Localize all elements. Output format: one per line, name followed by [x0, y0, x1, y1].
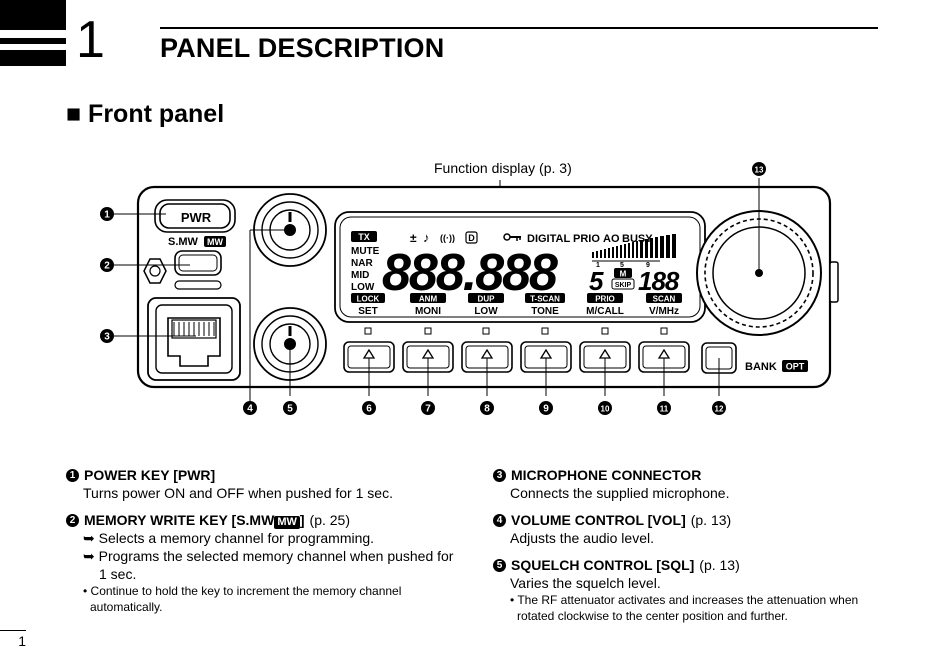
callout-12: 12	[715, 405, 724, 414]
desc-title: MICROPHONE CONNECTOR	[511, 467, 702, 483]
desc-sql-heading: 5 SQUELCH CONTROL [SQL] (p. 13)	[493, 556, 893, 574]
callout-11: 11	[660, 405, 669, 414]
callout-7: 7	[425, 404, 431, 415]
callout-6: 6	[366, 404, 372, 415]
desc-note: • Continue to hold the key to increment …	[83, 584, 402, 614]
callout-13: 13	[755, 166, 764, 175]
desc-body: Connects the supplied microphone.	[510, 485, 730, 501]
mw-tag: MW	[207, 237, 223, 247]
prio-indicator: PRIO	[573, 233, 600, 245]
duplex-indicator: ±	[410, 231, 417, 245]
function-display-label: Function display (p. 3)	[434, 160, 572, 176]
section-title: ■ Front panel	[66, 100, 225, 128]
opt-tag: OPT	[786, 362, 805, 372]
vmhz-label: V/MHz	[649, 306, 679, 317]
vibration-icon: ((·))	[440, 233, 455, 243]
meter-scale-5: 5	[620, 262, 624, 269]
mid-label: MID	[351, 270, 369, 281]
frequency-digits: 888.888	[382, 244, 558, 302]
desc-item: ➥ Programs the selected memory channel w…	[83, 548, 454, 582]
skip-tag: SKIP	[615, 282, 632, 289]
function-keys	[343, 341, 737, 374]
smw-label: S.MW	[168, 236, 199, 248]
desc-title: POWER KEY [PWR]	[84, 467, 216, 483]
key-lock-icon	[503, 233, 521, 241]
prio-tag: PRIO	[595, 295, 615, 304]
desc-body: Varies the squelch level.	[510, 575, 661, 591]
desc-page-ref: (p. 13)	[690, 512, 732, 528]
desc-vol-heading: 4 VOLUME CONTROL [VOL] (p. 13)	[493, 511, 893, 529]
desc-num-2: 2	[66, 513, 79, 527]
callout-8: 8	[484, 404, 490, 415]
desc-body: Turns power ON and OFF when pushed for 1…	[83, 485, 393, 501]
m-tag: M	[620, 270, 627, 279]
low-key-label: LOW	[474, 306, 498, 317]
desc-title-end: ]	[299, 512, 305, 528]
key-label-tags: LOCK ANM DUP T-SCAN PRIO SCAN	[351, 293, 682, 304]
moni-label: MONI	[415, 306, 441, 317]
desc-title: VOLUME CONTROL [VOL]	[511, 512, 686, 528]
tone-indicator: ♪	[423, 230, 430, 245]
lock-tag: LOCK	[357, 295, 380, 304]
chapter-tab-marker	[0, 0, 66, 66]
bank-label: BANK	[745, 361, 777, 373]
chapter-title: PANEL DESCRIPTION	[160, 33, 445, 63]
desc-page-ref: (p. 13)	[699, 557, 740, 573]
desc-num-3: 3	[493, 468, 506, 482]
callout-9: 9	[543, 404, 549, 415]
desc-num-4: 4	[493, 513, 506, 527]
set-label: SET	[358, 306, 377, 317]
desc-power-key-heading: 1 POWER KEY [PWR]	[66, 466, 456, 484]
pwr-key	[159, 203, 231, 229]
meter-scale-1: 1	[596, 262, 600, 269]
channel-digits: 188	[638, 266, 680, 296]
tscan-tag: T-SCAN	[530, 295, 560, 304]
descriptions-left: 1 POWER KEY [PWR] Turns power ON and OFF…	[66, 466, 456, 615]
desc-num-1: 1	[66, 468, 79, 482]
desc-mic-heading: 3 MICROPHONE CONNECTOR	[493, 466, 893, 484]
callout-3: 3	[104, 332, 110, 343]
desc-item: ➥ Selects a memory channel for programmi…	[83, 530, 375, 546]
desc-note: • The RF attenuator activates and increa…	[510, 593, 859, 623]
mute-label: MUTE	[351, 246, 380, 257]
page-number: 1	[0, 630, 26, 649]
frequency-small-digit: 5	[589, 266, 604, 296]
descriptions-right: 3 MICROPHONE CONNECTOR Connects the supp…	[493, 466, 893, 624]
tone-label: TONE	[531, 306, 559, 317]
desc-num-5: 5	[493, 558, 506, 572]
desc-body: Adjusts the audio level.	[510, 530, 654, 546]
dup-tag: DUP	[478, 295, 496, 304]
callout-4: 4	[247, 404, 253, 415]
low-label: LOW	[351, 282, 375, 293]
pwr-label: PWR	[181, 210, 212, 225]
callout-5: 5	[287, 404, 293, 415]
callout-1: 1	[104, 210, 110, 221]
title-rule	[160, 27, 878, 29]
callout-10: 10	[601, 405, 610, 414]
chapter-number: 1	[76, 11, 105, 69]
meter-scale-9: 9	[646, 262, 650, 269]
ao-indicator: AO	[603, 233, 620, 245]
front-panel-diagram: PWR S.MW MW TX ± ♪ ((·)) D	[100, 162, 839, 415]
anm-tag: ANM	[419, 295, 438, 304]
mcall-label: M/CALL	[586, 306, 624, 317]
scan-tag: SCAN	[653, 295, 676, 304]
desc-title: SQUELCH CONTROL [SQL]	[511, 557, 695, 573]
callout-2: 2	[104, 261, 110, 272]
desc-title: MEMORY WRITE KEY [S.MW	[84, 512, 275, 528]
digital-indicator: DIGITAL	[527, 233, 570, 245]
mic-jack	[167, 317, 221, 367]
nar-label: NAR	[351, 258, 373, 269]
desc-page-ref: (p. 25)	[309, 512, 350, 528]
tx-indicator: TX	[358, 232, 370, 242]
d-indicator: D	[468, 233, 475, 243]
s-meter	[592, 234, 676, 258]
mw-tag: MW	[274, 516, 300, 529]
